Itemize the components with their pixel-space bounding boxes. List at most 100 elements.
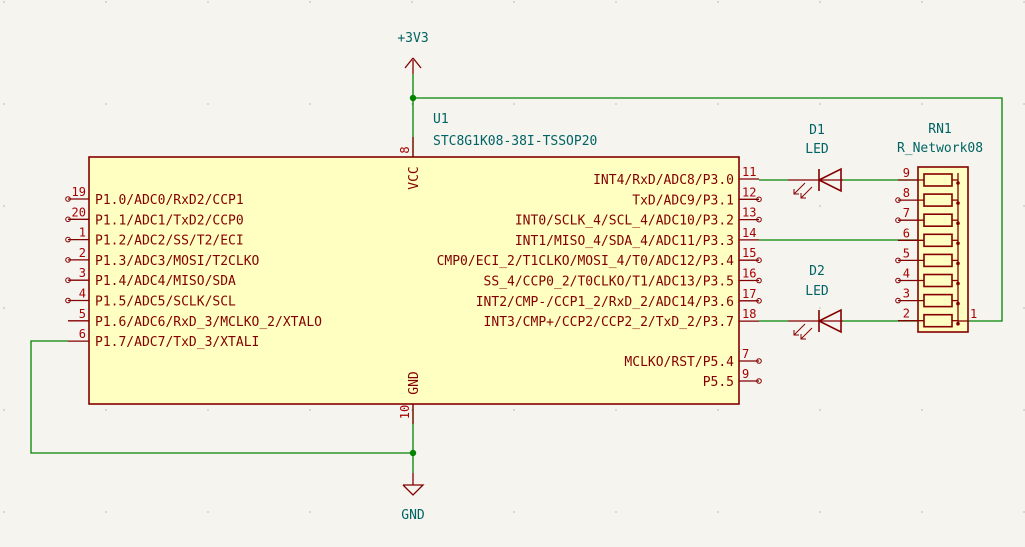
u1-pin-number: 17 [742,287,756,301]
rn1-resistor: 8 [895,186,960,207]
power-symbol-gnd[interactable]: GND [401,473,425,523]
gnd-label: GND [401,508,425,523]
u1-pin-name: P1.4/ADC4/MISO/SDA [95,274,236,289]
vcc-label: +3V3 [397,31,428,46]
u1-pin-number: 11 [742,165,756,179]
junction-gnd [409,449,417,457]
rn1-resistor: 9 [898,166,960,187]
rn1-resistor: 7 [895,206,960,227]
rn1-pin-number: 5 [903,246,910,260]
power-symbol-3v3[interactable]: +3V3 [397,31,429,74]
junction-vcc [409,94,417,102]
u1-pin-name: P1.3/ADC3/MOSI/T2CLKO [95,254,260,269]
u1-right-pins: 11INT4/RxD/ADC8/P3.012TxD/ADC9/P3.113INT… [437,165,762,390]
u1-value: STC8G1K08-38I-TSSOP20 [433,134,597,149]
u1-pin-left[interactable]: 3P1.4/ADC4/MISO/SDA [65,266,236,289]
u1-pin-name: P1.2/ADC2/SS/T2/ECI [95,234,244,249]
u1-pin-number: 14 [742,226,756,240]
d1-ref: D1 [809,123,825,138]
wires [30,74,1003,473]
u1-pin-name: P1.5/ADC5/SCLK/SCL [95,295,236,310]
d1-led[interactable]: D1 LED [788,123,843,199]
u1-component[interactable]: U1 STC8G1K08-38I-TSSOP20 8 VCC 10 GND 19… [65,112,762,424]
u1-pin-number: 12 [742,185,756,199]
u1-pin-left[interactable]: 2P1.3/ADC3/MOSI/T2CLKO [65,246,260,269]
rn1-resistor: 6 [898,226,960,248]
u1-pin-left[interactable]: 6P1.7/ADC7/TxD_3/XTALI [68,327,259,350]
u1-pin-name: INT1/MISO_4/SDA_4/ADC11/P3.3 [515,234,734,249]
u1-pin-number: 15 [742,246,756,260]
u1-pin-number: 18 [742,307,756,321]
wire-vcc-to-rn1-common[interactable] [413,97,1003,322]
u1-pin-name: INT2/CMP-/CCP1_2/RxD_2/ADC14/P3.6 [476,295,734,310]
u1-pin-number: 16 [742,267,756,281]
u1-pin-name: P1.7/ADC7/TxD_3/XTALI [95,335,259,350]
rn1-common-pin: 1 [970,307,977,321]
u1-pin-number: 4 [79,287,86,301]
u1-pin-number: 1 [79,226,86,240]
rn1-resistors: 9 87 6 5 4 3 2 [895,166,960,328]
u1-pin-number: 19 [72,185,86,199]
rn1-pin-number: 7 [903,206,910,220]
rn1-pin-number: 6 [903,226,910,240]
u1-pin-left[interactable]: 5P1.6/ADC6/RxD_3/MCLKO_2/XTALO [68,307,322,330]
u1-pin-left[interactable]: 4P1.5/ADC5/SCLK/SCL [65,287,236,310]
u1-pin-name: P1.0/ADC0/RxD2/CCP1 [95,193,244,208]
u1-vcc-pin-num: 8 [398,146,412,153]
u1-left-pins: 19P1.0/ADC0/RxD2/CCP120P1.1/ADC1/TxD2/CC… [65,185,322,350]
u1-pin-number: 3 [79,266,86,280]
u1-body [88,156,740,405]
u1-pin-number: 7 [742,347,749,361]
rn1-pin-number: 4 [903,267,910,281]
u1-pin-name: INT0/SCLK_4/SCL_4/ADC10/P3.2 [515,214,734,229]
u1-gnd-pin-num: 10 [398,405,412,419]
u1-pin-number: 6 [79,327,86,341]
u1-ref: U1 [433,112,449,127]
d1-light-arrows-icon [793,182,813,199]
d2-value: LED [805,284,829,299]
u1-pin-name: SS_4/CCP0_2/T0CLKO/T1/ADC13/P3.5 [484,275,734,290]
u1-pin-name: P1.6/ADC6/RxD_3/MCLKO_2/XTALO [95,315,322,330]
u1-gnd-pin-name: GND [407,371,422,395]
wire-p17-to-gnd[interactable] [30,340,413,454]
u1-pin-number: 13 [742,206,756,220]
u1-pin-name: MCLKO/RST/P5.4 [624,355,734,370]
u1-pin-name: TxD/ADC9/P3.1 [632,193,734,208]
rn1-pin-number: 3 [903,287,910,301]
d2-led[interactable]: D2 LED [788,264,843,340]
d1-value: LED [805,142,829,157]
u1-pin-name: P5.5 [703,375,734,390]
d2-ref: D2 [809,264,825,279]
rn1-resistor: 4 [895,267,960,288]
u1-pin-name: INT4/RxD/ADC8/P3.0 [593,173,734,188]
u1-pin-name: CMP0/ECI_2/T1CLKO/MOSI_4/T0/ADC12/P3.4 [437,254,735,269]
u1-vcc-pin-name: VCC [407,166,422,189]
rn1-ref: RN1 [928,122,951,137]
u1-pin-right[interactable]: 9P5.5 [703,367,762,390]
u1-pin-number: 2 [79,246,86,260]
u1-pin-number: 20 [72,205,86,219]
u1-pin-name: INT3/CMP+/CCP2/CCP2_2/TxD_2/P3.7 [484,315,734,330]
u1-pin-left[interactable]: 1P1.2/ADC2/SS/T2/ECI [65,226,244,249]
rn1-resistor: 5 [895,246,960,268]
u1-pin-name: P1.1/ADC1/TxD2/CCP0 [95,213,244,228]
rn1-resistor: 2 [898,307,960,328]
u1-pin-number: 9 [742,367,749,381]
rn1-resistor: 3 [895,287,960,308]
u1-pin-number: 5 [79,307,86,321]
rn1-pin-number: 9 [903,166,910,180]
